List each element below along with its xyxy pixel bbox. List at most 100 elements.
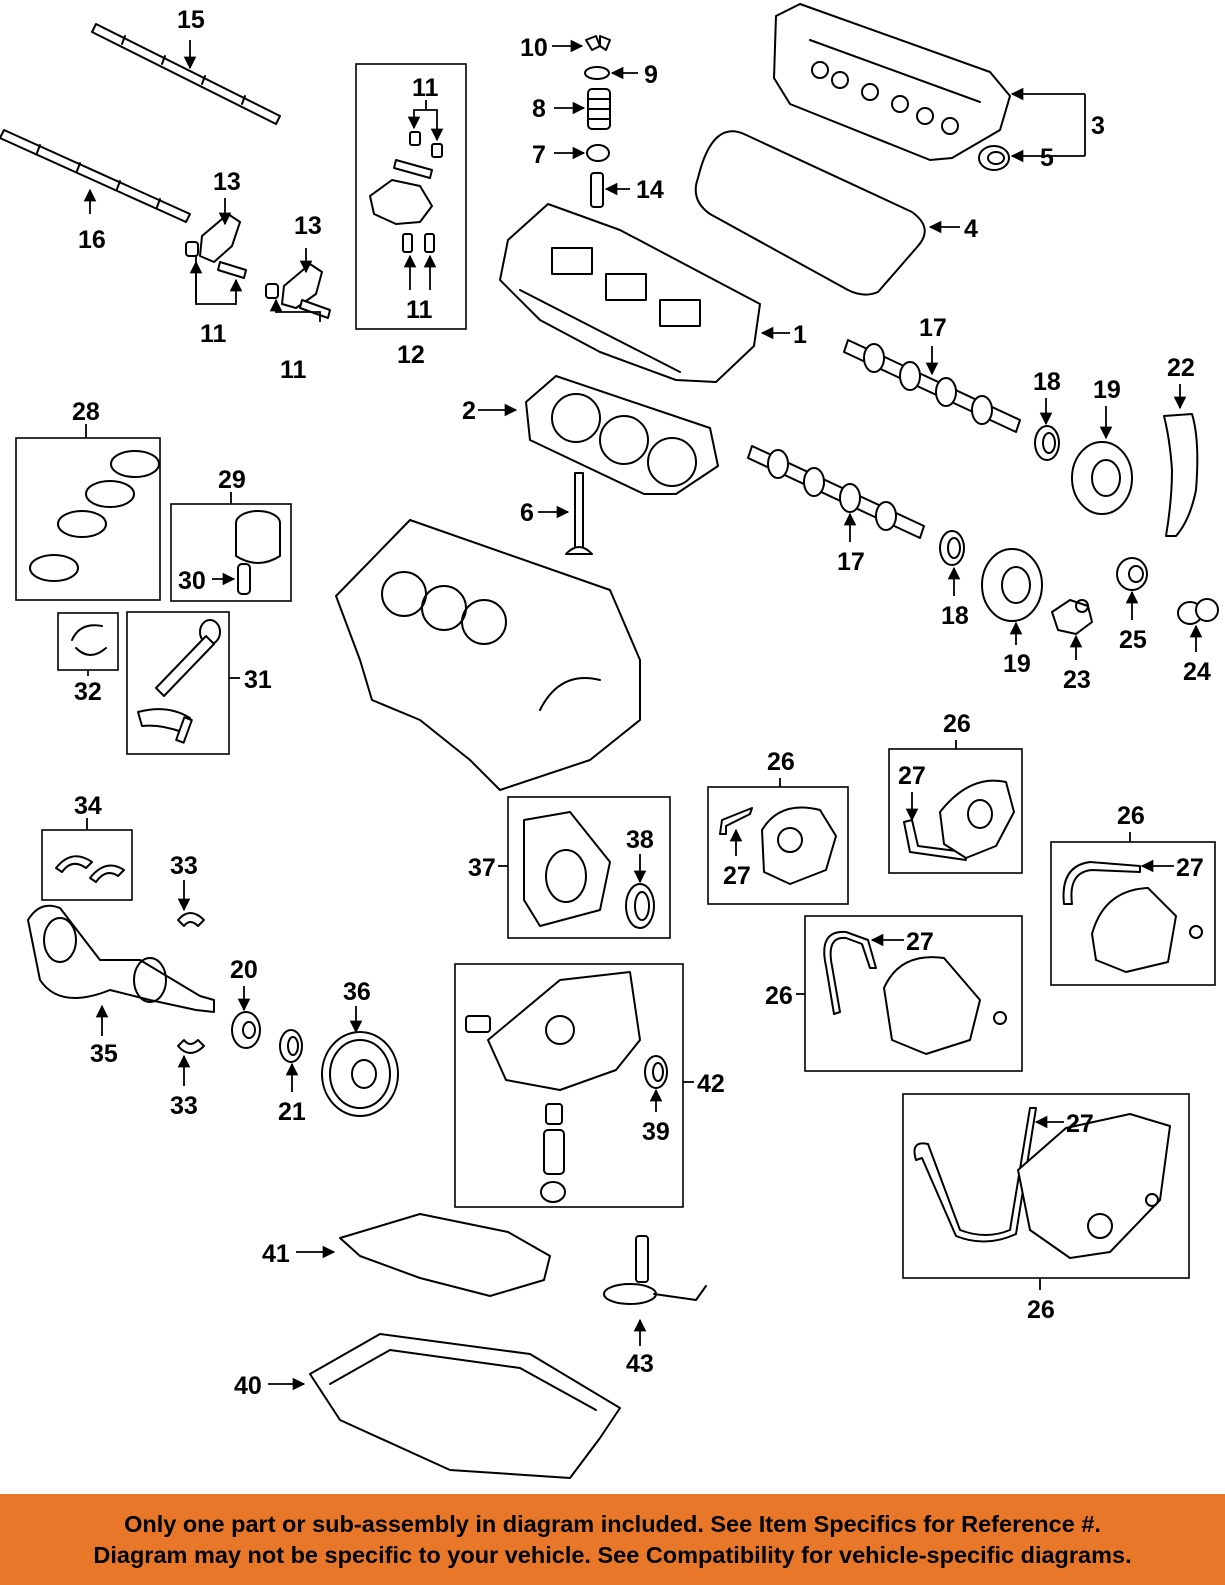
- belt-tensioner: [1051, 599, 1093, 635]
- box-rod-bearing: [57, 612, 119, 671]
- main-bearing-lower: [177, 1039, 205, 1054]
- callout-26-d: 26: [765, 982, 793, 1010]
- box-rear-cover: [507, 796, 671, 939]
- valve-keeper: [585, 35, 611, 51]
- thrust-washers: [55, 855, 125, 883]
- callout-27-a: 27: [723, 862, 751, 890]
- callout-32: 32: [74, 678, 102, 706]
- tensioner-pulley: [1177, 598, 1219, 625]
- disclaimer-line-1: Only one part or sub-assembly in diagram…: [124, 1510, 1101, 1537]
- connecting-rod: [137, 619, 221, 744]
- callout-27-c: 27: [1176, 854, 1204, 882]
- camshaft-seal-lower: [939, 530, 965, 566]
- callout-19-a: 19: [1093, 376, 1121, 404]
- callout-36: 36: [343, 978, 371, 1006]
- callout-18-a: 18: [1033, 368, 1061, 396]
- box-timing-cover-e: [902, 1093, 1190, 1279]
- callout-3: 3: [1091, 112, 1105, 140]
- engine-block: [335, 519, 641, 791]
- rear-main-seal: [625, 883, 655, 929]
- valve-spring: [587, 88, 611, 130]
- timing-cover-d: [823, 930, 1007, 1055]
- box-connecting-rod: [126, 611, 230, 755]
- crankshaft-timing-gear: [231, 1011, 261, 1049]
- disclaimer-banner: Only one part or sub-assembly in diagram…: [0, 1494, 1225, 1585]
- callout-27-e: 27: [1066, 1110, 1094, 1138]
- callout-5: 5: [1040, 144, 1054, 172]
- callout-11-d: 11: [406, 296, 433, 324]
- valve-cover-gasket: [694, 130, 926, 296]
- oil-baffle-plate: [339, 1213, 551, 1297]
- callout-31: 31: [244, 666, 272, 694]
- valve-cover: [773, 3, 1011, 161]
- valve: [565, 472, 593, 555]
- piston: [235, 510, 281, 564]
- callout-2: 2: [462, 397, 476, 425]
- piston-rings: [29, 450, 160, 582]
- spark-plug-tube-seal: [978, 145, 1010, 171]
- callout-37: 37: [468, 854, 496, 882]
- box-thrust-washers: [41, 829, 133, 901]
- callout-38: 38: [626, 826, 654, 854]
- camshaft-pulley-lower: [981, 548, 1043, 622]
- disclaimer-line-2: Diagram may not be specific to your vehi…: [93, 1541, 1132, 1568]
- cylinder-head: [499, 203, 761, 383]
- callout-8: 8: [532, 95, 546, 123]
- callout-30: 30: [178, 567, 206, 595]
- crankshaft: [27, 904, 215, 1013]
- idler-pulley: [1116, 557, 1148, 591]
- rocker-shaft-lower: [0, 129, 191, 223]
- oil-strainer: [603, 1235, 707, 1305]
- callout-28: 28: [72, 398, 100, 426]
- callout-41: 41: [262, 1240, 290, 1268]
- oil-pump-seal: [644, 1055, 668, 1089]
- box-timing-cover-c: [1050, 841, 1216, 986]
- callout-9: 9: [644, 61, 658, 89]
- callout-13-b: 13: [294, 212, 322, 240]
- callout-33-b: 33: [170, 1092, 198, 1120]
- engine-parts-diagram: 1 2 3 4 5 6 7 8 9 10 11 11 11 11 12 13 1…: [0, 3, 1219, 1479]
- callout-25: 25: [1119, 626, 1147, 654]
- callout-19-b: 19: [1003, 650, 1031, 678]
- box-rocker-assembly: [355, 63, 467, 330]
- valve-stem-seal: [586, 144, 610, 162]
- crankshaft-pulley: [321, 1031, 399, 1117]
- callout-14: 14: [636, 176, 664, 204]
- main-bearing-upper: [177, 912, 205, 927]
- callout-26-b: 26: [943, 710, 971, 738]
- callout-26-c: 26: [1117, 802, 1145, 830]
- callout-18-b: 18: [941, 602, 969, 630]
- callout-7: 7: [532, 141, 546, 169]
- valve-spring-retainer: [584, 66, 610, 80]
- callout-27-b: 27: [898, 762, 926, 790]
- callout-12: 12: [397, 341, 425, 369]
- camshaft-pulley-upper: [1071, 441, 1133, 515]
- crankshaft-front-seal: [279, 1029, 303, 1063]
- callout-26-e: 26: [1027, 1296, 1055, 1324]
- callout-1: 1: [793, 321, 807, 349]
- rocker-assembly-parts: [369, 131, 443, 253]
- box-oil-pump: [454, 963, 684, 1208]
- callout-4: 4: [964, 215, 978, 243]
- timing-cover-c: [1062, 861, 1203, 973]
- box-piston-rings: [15, 437, 161, 601]
- callout-17-b: 17: [837, 548, 865, 576]
- callout-labels: 1 2 3 4 5 6 7 8 9 10 11 11 11 11 12 13 1…: [72, 6, 1211, 1400]
- callout-21: 21: [278, 1098, 306, 1126]
- callout-34: 34: [74, 792, 102, 820]
- callout-24: 24: [1183, 658, 1211, 686]
- callout-42: 42: [697, 1070, 725, 1098]
- callout-20: 20: [230, 956, 258, 984]
- rocker-shaft-upper: [91, 23, 281, 125]
- timing-cover-e: [913, 1107, 1171, 1259]
- oil-pump: [465, 971, 641, 1203]
- rocker-arm-left: [185, 213, 247, 279]
- callout-6: 6: [520, 499, 534, 527]
- callout-39: 39: [642, 1118, 670, 1146]
- leader-lines: [83, 39, 1203, 1391]
- box-timing-cover-a: [707, 786, 849, 905]
- callout-11-b: 11: [280, 356, 307, 384]
- callout-33-a: 33: [170, 852, 198, 880]
- callout-23: 23: [1063, 666, 1091, 694]
- callout-29: 29: [218, 466, 246, 494]
